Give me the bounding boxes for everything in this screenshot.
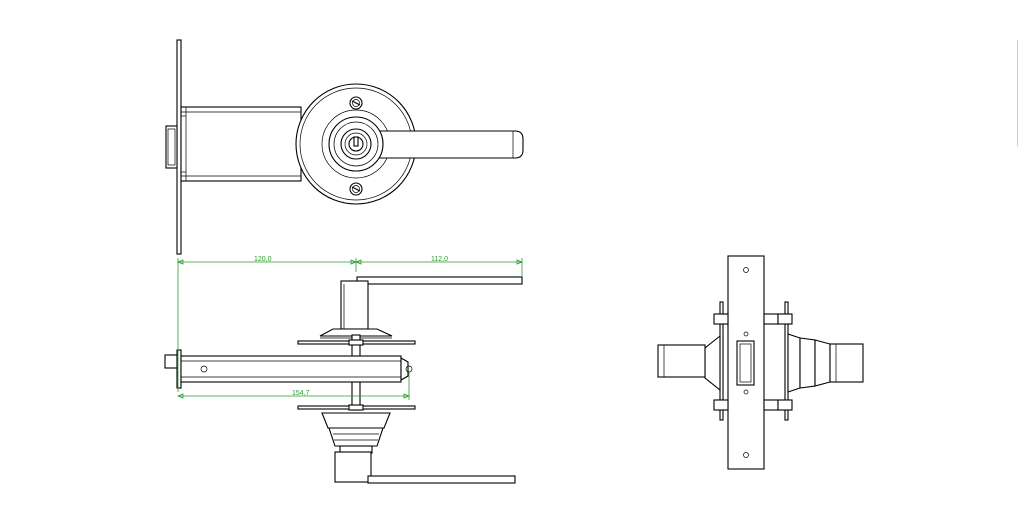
dimensions: 120,0 112,0 154,7 bbox=[176, 256, 524, 400]
side-left-rose bbox=[704, 334, 721, 392]
top-view bbox=[164, 276, 523, 484]
side-left-lever bbox=[657, 344, 706, 378]
dimension-label-bottom: 154,7 bbox=[292, 390, 310, 397]
top-latch-tube bbox=[180, 355, 402, 383]
top-upper-lever bbox=[356, 276, 523, 285]
front-latch-bolt bbox=[165, 125, 178, 169]
side-cylinder-housing bbox=[814, 339, 831, 387]
front-faceplate bbox=[176, 39, 182, 255]
side-right-knob bbox=[829, 343, 864, 383]
front-latch-inner bbox=[167, 128, 176, 166]
top-cylinder-housing bbox=[328, 427, 384, 447]
front-view bbox=[165, 39, 524, 255]
dimension-label-left: 120,0 bbox=[254, 256, 272, 263]
side-latch-window bbox=[736, 340, 755, 386]
top-lower-lever-neck bbox=[334, 451, 372, 483]
top-upper-rose bbox=[319, 328, 393, 337]
side-view bbox=[657, 255, 864, 470]
top-upper-lever-neck bbox=[340, 280, 369, 330]
front-screw-top bbox=[349, 96, 363, 110]
front-keyway bbox=[353, 136, 359, 147]
front-chassis bbox=[180, 106, 302, 182]
front-screw-bottom bbox=[349, 182, 363, 196]
top-lower-lever bbox=[367, 475, 516, 484]
side-right-rose bbox=[787, 333, 801, 393]
front-lever-handle bbox=[355, 130, 524, 159]
top-lower-rose bbox=[321, 412, 391, 429]
dimension-label-right: 112,0 bbox=[431, 256, 448, 263]
sheet-border bbox=[1017, 40, 1018, 146]
